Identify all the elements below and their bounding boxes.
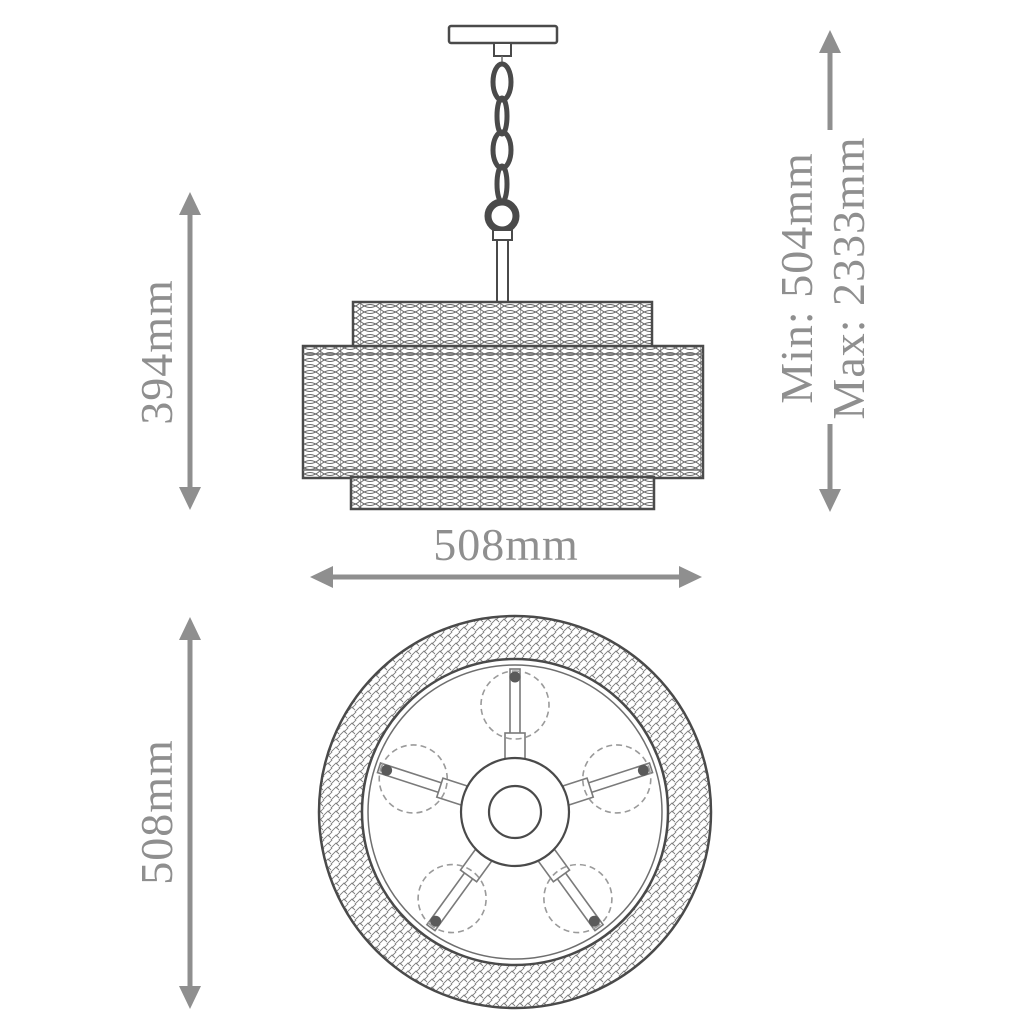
dimension-label-max-height: Max: 2333mm [823, 136, 874, 419]
arrow-up-icon [179, 617, 201, 640]
arrow-down-icon [819, 489, 841, 512]
arrow-left-icon [310, 566, 333, 588]
shade-outer-drum [301, 344, 705, 480]
hang-ring [484, 198, 520, 234]
dimension-shade-height: 394mm [131, 192, 201, 510]
shade-bottom-band [349, 475, 656, 511]
arrow-up-icon [179, 192, 201, 215]
shade-top-band [351, 300, 654, 349]
arrow-up-icon [819, 30, 841, 53]
chain [490, 56, 514, 205]
side-view [301, 24, 705, 511]
stem-rod [492, 229, 513, 307]
arrow-down-icon [179, 986, 201, 1009]
dimension-label-min-height: Min: 504mm [771, 152, 822, 404]
arrow-right-icon [679, 566, 702, 588]
dimension-label-shade-height: 394mm [131, 279, 182, 425]
center-hub [459, 756, 571, 868]
bottom-view [317, 614, 713, 1010]
dimension-shade-width: 508mm [310, 519, 702, 588]
ceiling-plate [447, 24, 559, 57]
shade-ring [317, 614, 713, 1010]
dimension-label-shade-width: 508mm [433, 519, 579, 570]
arrow-down-icon [179, 487, 201, 510]
dimension-bottom-diameter: 508mm [131, 617, 201, 1009]
dimension-label-bottom-diameter: 508mm [131, 739, 182, 885]
dimension-hanging-height: Min: 504mm Max: 2333mm [771, 30, 874, 512]
